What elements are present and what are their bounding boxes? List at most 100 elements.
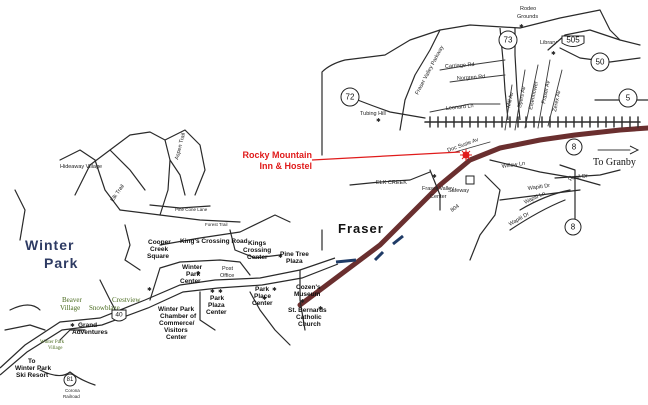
chamber-line2: Chamber of xyxy=(160,313,197,320)
cooper-creek-line3: Square xyxy=(147,253,169,260)
inn-marker-icon[interactable] xyxy=(460,149,472,161)
tubing-hill-marker-icon: ✱ xyxy=(376,117,381,124)
cozens-marker-icon: ✱ xyxy=(300,298,305,305)
highway-40-winter-park xyxy=(0,257,336,369)
wapiti-dr-label: Wapiti Dr xyxy=(527,183,550,192)
kings-crossing-road-label: King's Crossing Road xyxy=(180,238,248,245)
shield-505: 505 xyxy=(561,35,585,47)
wapiti-ln-road xyxy=(519,189,571,211)
elk-trail-road xyxy=(94,159,121,211)
park-plaza-center-line2: Plaza xyxy=(208,302,225,309)
svg-text:5: 5 xyxy=(626,94,631,103)
forest-trail-road xyxy=(119,209,241,223)
elk-creek-label: ELK CREEK xyxy=(376,180,407,186)
kings-crossing-center-line2: Crossing xyxy=(243,247,271,254)
shield-72: 72 xyxy=(340,87,360,107)
fvc-marker-icon: ✱ xyxy=(432,173,437,180)
map-connector-dashes xyxy=(335,234,404,264)
fraser-valley-parkway-road xyxy=(399,29,441,131)
park-plaza-marker-icon-2: ✱ xyxy=(210,288,215,295)
to-granby-arrow-head xyxy=(629,145,640,155)
fraser-valley-center-line2: Center xyxy=(430,194,447,200)
norgren-rd-label: Norgren Rd xyxy=(457,74,486,82)
pine-tree-plaza-line1: Pine Tree xyxy=(280,251,309,258)
kings-crossing-center-line1: Kings xyxy=(248,240,266,247)
park-place-road xyxy=(249,291,291,346)
wp-sw-road-1 xyxy=(9,304,41,311)
kings-crossing-marker-icon: ✱ xyxy=(278,253,283,260)
chamber-line1: Winter Park xyxy=(158,306,194,313)
beaver-village-line2: Village xyxy=(60,304,80,312)
cooper-creek-line2: Creek xyxy=(150,246,168,253)
fraser-map: ✱ ✱ ✱ ✱ Rodeo Grounds Library Tubing Hil… xyxy=(242,6,648,308)
quail-dr-road xyxy=(554,169,621,179)
svg-text:505: 505 xyxy=(566,36,580,45)
to-granby-label: To Granby xyxy=(593,157,636,168)
park-plaza-marker-icon: ✱ xyxy=(218,288,223,295)
wp-village-road xyxy=(59,329,86,341)
chamber-line3: Commerce/ xyxy=(159,320,195,327)
wapiti-dr-road xyxy=(499,189,581,201)
chamber-line5: Center xyxy=(166,334,187,341)
winter-park-center-marker-icon: ✱ xyxy=(196,270,201,277)
inn-label-line2[interactable]: Inn & Hostel xyxy=(259,161,312,171)
fraser-valley-center-line1: Fraser Valley xyxy=(422,186,454,192)
st-bernards-line3: Church xyxy=(298,321,321,328)
fraser-av-label: Fraser Av xyxy=(541,80,552,104)
route-505-road xyxy=(547,29,621,51)
svg-text:50: 50 xyxy=(596,58,605,67)
highway-40-winter-park-south xyxy=(0,263,339,376)
norgren-road xyxy=(449,74,506,83)
svg-text:8: 8 xyxy=(571,223,576,232)
st-bernards-marker-icon: ✱ xyxy=(318,305,323,312)
winter-park-center-loop xyxy=(149,259,251,301)
rodeo-grounds-line2: Grounds xyxy=(517,14,538,20)
st-bernards-line1: St. Bernards xyxy=(288,307,327,314)
safeway-marker-icon xyxy=(465,175,475,185)
byers-av-road xyxy=(514,69,526,131)
cozens-museum-line1: Cozen's xyxy=(296,284,321,291)
svg-text:40: 40 xyxy=(115,312,123,319)
svg-text:81: 81 xyxy=(67,377,74,383)
fraser-av-road xyxy=(537,59,551,129)
kings-crossing-road-line xyxy=(159,214,291,246)
st-bernards-line2: Catholic xyxy=(296,314,322,321)
carriage-road xyxy=(439,59,506,71)
byers-av-label: Byers Av xyxy=(517,86,527,109)
shield-5: 5 xyxy=(618,88,638,108)
highway-40-fraser xyxy=(297,125,648,308)
winter-park-center-line1: Winter xyxy=(182,264,203,271)
winter-park-town-label-line1: Winter xyxy=(25,237,74,253)
mill-av-road xyxy=(504,84,513,131)
safeway-label: Safeway xyxy=(448,188,469,194)
grand-adventures-marker-icon: ✱ xyxy=(70,322,75,329)
wp-village-line2: Village xyxy=(48,346,63,351)
hideaway-inner-road xyxy=(109,149,146,191)
leonard-lane xyxy=(429,103,501,113)
eisenhower-road xyxy=(524,64,539,129)
rodeo-marker-icon: ✱ xyxy=(519,23,524,30)
shield-50: 50 xyxy=(590,52,610,72)
ski-resort-line2: Winter Park xyxy=(15,365,51,372)
park-plaza-center-line3: Center xyxy=(206,309,227,316)
cozens-museum-line2: Museum xyxy=(294,291,321,298)
shield-8-south: 8 xyxy=(564,218,582,236)
grand-adventures-line2: Adventures xyxy=(72,329,108,336)
tubing-hill-label: Tubing Hill xyxy=(360,111,386,117)
inn-label-line1[interactable]: Rocky Mountain xyxy=(242,150,312,160)
wapiti-dr-2-road xyxy=(509,199,566,231)
hideaway-loop-road xyxy=(74,131,171,216)
crestview-label: Crestview xyxy=(112,296,141,304)
elk-creek-road xyxy=(349,171,431,186)
kings-crossing-center-line3: Center xyxy=(247,254,268,261)
park-place-center-line3: Center xyxy=(252,300,273,307)
hideaway-village-label: Hideaway Village xyxy=(60,164,102,170)
rodeo-grounds-line1: Rodeo xyxy=(520,6,536,12)
hideaway-village-road xyxy=(59,149,96,161)
hideaway-spur-road xyxy=(169,159,186,196)
post-office-line2: Office xyxy=(220,273,234,279)
corona-line2: Railroad xyxy=(63,394,80,399)
svg-text:8: 8 xyxy=(572,143,577,152)
route-8-road xyxy=(559,164,576,231)
